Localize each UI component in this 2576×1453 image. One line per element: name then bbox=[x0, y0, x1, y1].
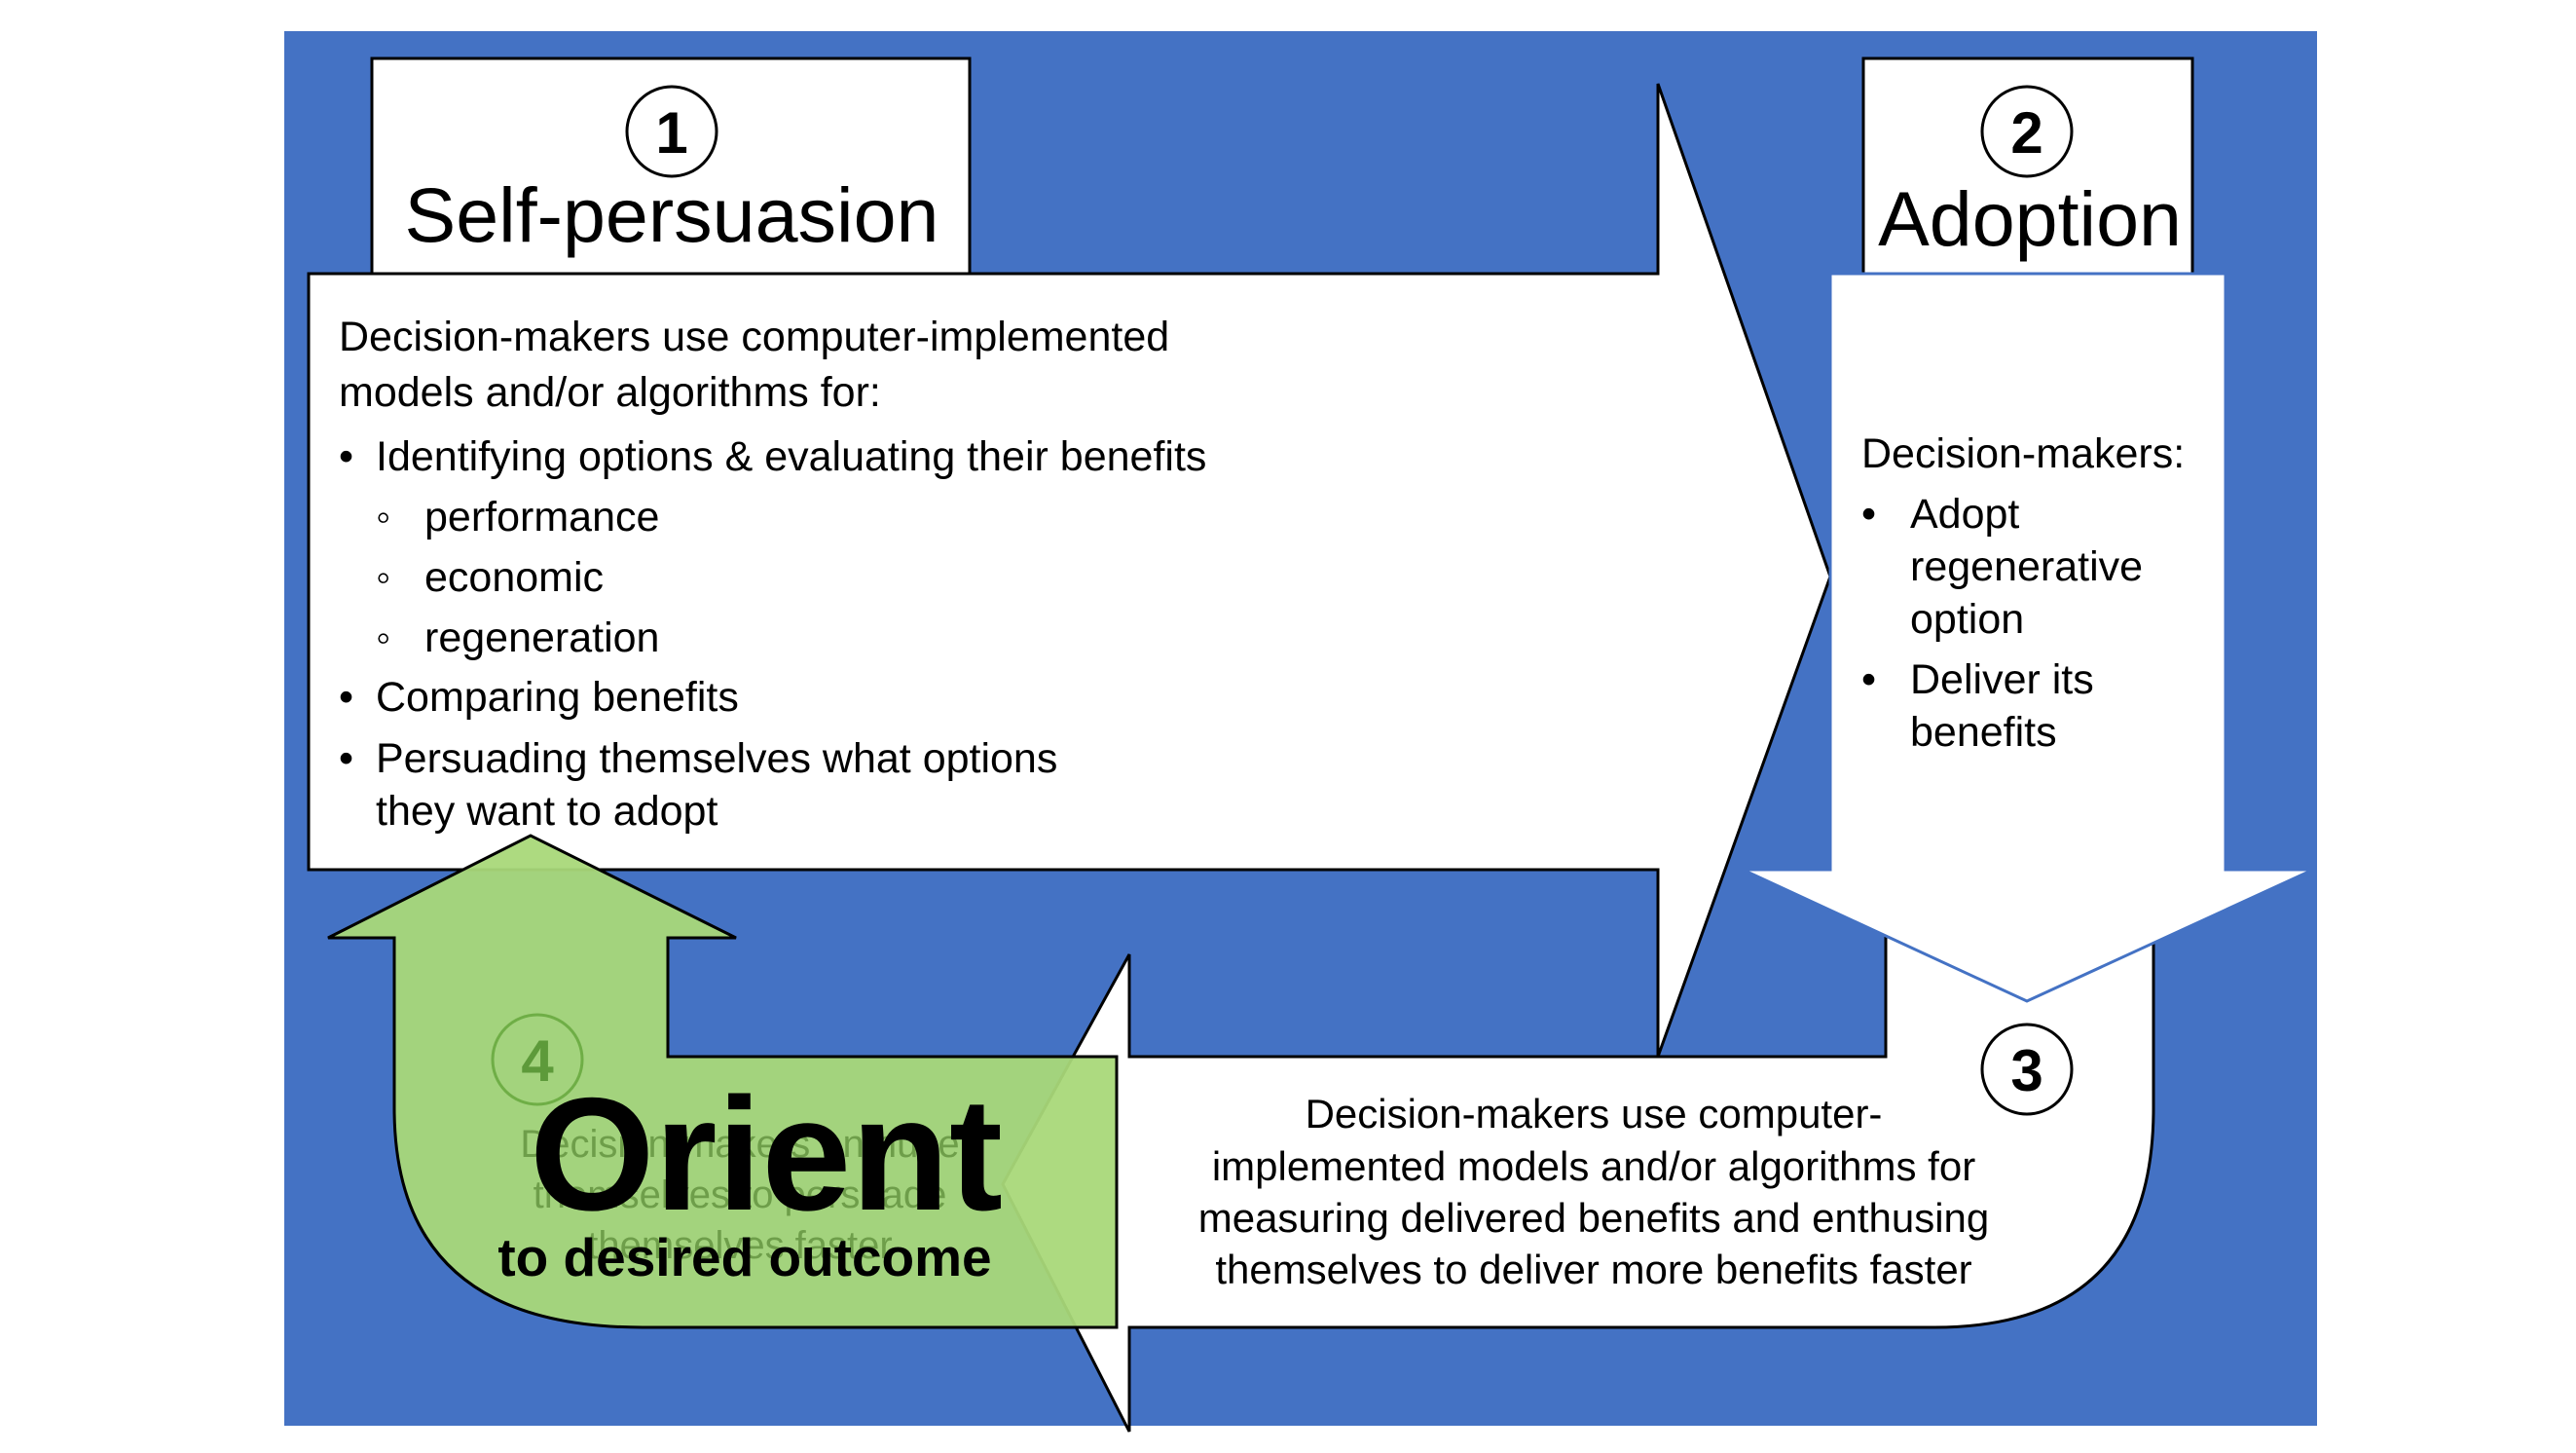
step2-bullet-1-line1: Adopt bbox=[1910, 491, 2019, 538]
step2-arrow bbox=[1742, 272, 2314, 1003]
step1-subbullet-2: economic bbox=[424, 554, 604, 601]
step2-body: Decision-makers: • Adopt regenerative op… bbox=[1861, 430, 2185, 756]
step2-bullet-2-line2: benefits bbox=[1910, 709, 2057, 756]
step3-line2: implemented models and/or algorithms for bbox=[1212, 1143, 1975, 1189]
step2-title: Adoption bbox=[1878, 175, 2182, 262]
step4-hidden-line1: Decision-makers enthuse bbox=[520, 1123, 959, 1166]
step1-intro-line1: Decision-makers use computer-implemented bbox=[339, 314, 1169, 360]
step1-bullet-symbol: • bbox=[339, 674, 353, 721]
step1-intro-line2: models and/or algorithms for: bbox=[339, 369, 881, 416]
svg-text:3: 3 bbox=[2010, 1038, 2042, 1103]
step1-subbullet-symbol: ◦ bbox=[376, 615, 390, 661]
step1-bullet-3: Persuading themselves what options bbox=[376, 735, 1057, 782]
step3-line4: themselves to deliver more benefits fast… bbox=[1215, 1247, 1971, 1292]
step1-subbullet-1: performance bbox=[424, 494, 659, 540]
step3-line1: Decision-makers use computer- bbox=[1306, 1091, 1883, 1136]
svg-text:1: 1 bbox=[655, 100, 687, 166]
step4-hidden-line2: themselves to persuade bbox=[534, 1174, 947, 1216]
step2-bullet-2-line1: Deliver its bbox=[1910, 656, 2094, 703]
step3-line3: measuring delivered benefits and enthusi… bbox=[1198, 1195, 1990, 1241]
step1-bullet-symbol: • bbox=[339, 735, 353, 782]
step2-number-badge: 2 bbox=[1980, 85, 2074, 178]
svg-text:2: 2 bbox=[2010, 100, 2042, 166]
step1-bullet-symbol: • bbox=[339, 433, 353, 480]
step2-bullet-symbol: • bbox=[1861, 656, 1876, 703]
orient-subtitle: to desired outcome bbox=[497, 1227, 991, 1287]
svg-text:4: 4 bbox=[521, 1028, 554, 1094]
step1-title: Self-persuasion bbox=[405, 171, 939, 258]
step2-bullet-1-line3: option bbox=[1910, 596, 2024, 643]
step2-bullet-symbol: • bbox=[1861, 491, 1876, 538]
step1-subbullet-symbol: ◦ bbox=[376, 494, 390, 540]
step4-orient-arrow bbox=[327, 834, 1119, 1329]
step1-bullet-1: Identifying options & evaluating their b… bbox=[376, 433, 1206, 480]
step1-number-badge: 1 bbox=[625, 85, 718, 178]
step2-intro: Decision-makers: bbox=[1861, 430, 2185, 477]
step1-body: Decision-makers use computer-implemented… bbox=[339, 314, 1206, 835]
step4-hidden-text: Decision-makers enthuse themselves to pe… bbox=[520, 1123, 959, 1267]
step4-hidden-line3: themselves faster bbox=[587, 1224, 892, 1267]
step1-subbullet-symbol: ◦ bbox=[376, 554, 390, 601]
step3-uturn-arrow bbox=[1001, 931, 2155, 1433]
step1-bullet-2: Comparing benefits bbox=[376, 674, 739, 721]
step3-number-badge: 3 bbox=[1980, 1023, 2074, 1116]
step3-body: Decision-makers use computer- implemente… bbox=[1198, 1091, 1990, 1292]
step1-bullet-3-cont: they want to adopt bbox=[376, 788, 718, 835]
step1-subbullet-3: regeneration bbox=[424, 615, 659, 661]
orient-title: Orient bbox=[530, 1064, 1003, 1244]
step4-number-badge: 4 bbox=[491, 1013, 584, 1106]
step2-bullet-1-line2: regenerative bbox=[1910, 543, 2143, 590]
